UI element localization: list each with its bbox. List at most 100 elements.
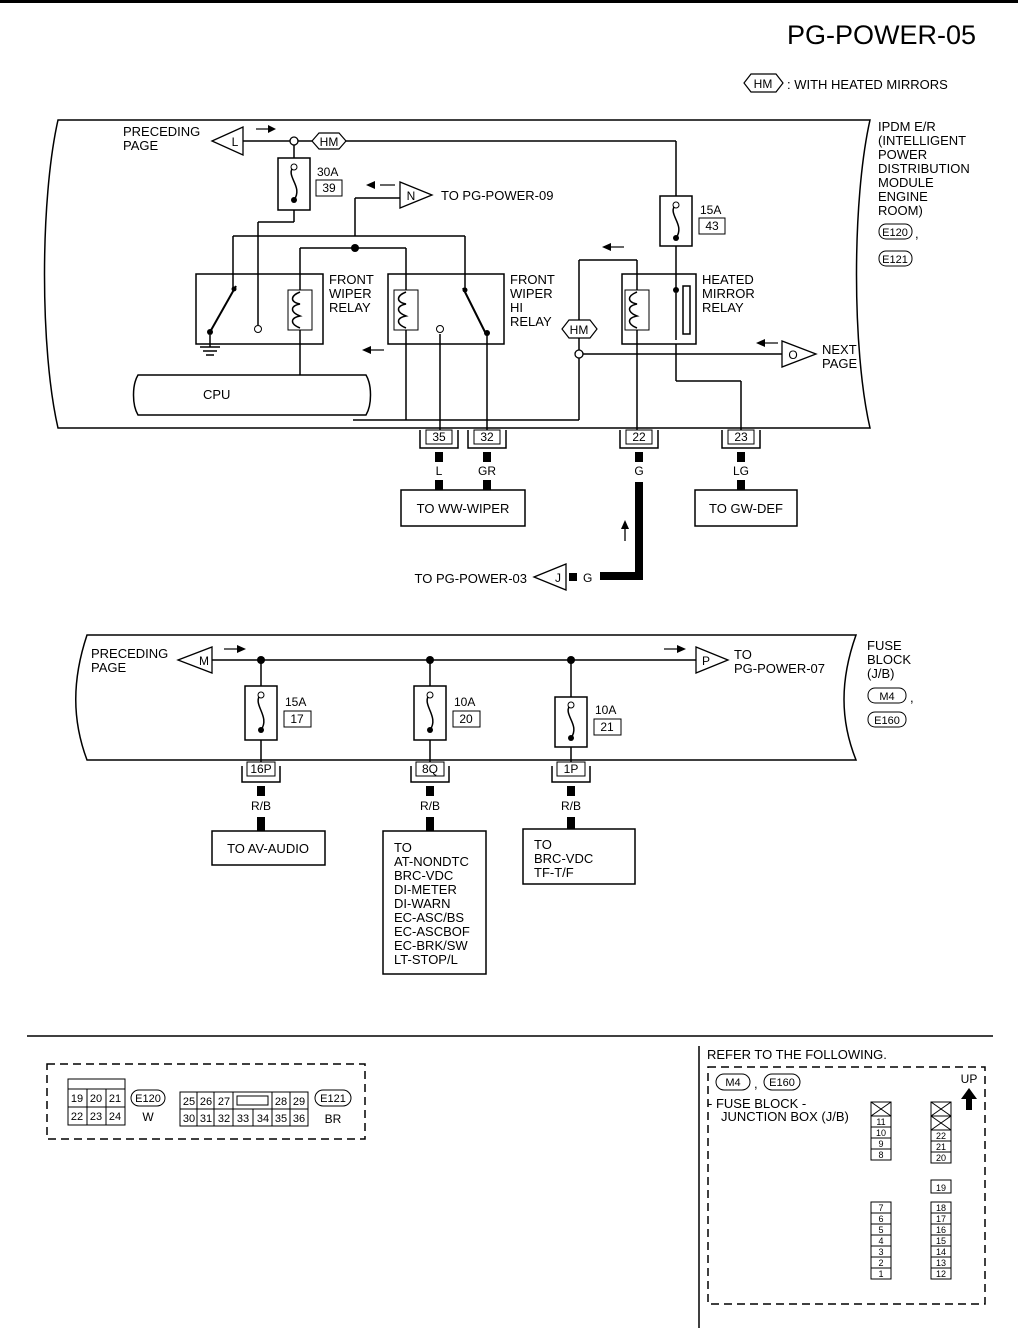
- svg-text:HEATED: HEATED: [702, 272, 754, 287]
- svg-text:PAGE: PAGE: [822, 356, 857, 371]
- connector-e160-tag: E160: [874, 715, 900, 727]
- svg-text:21: 21: [936, 1142, 946, 1152]
- ipdm-title: IPDM E/R (INTELLIGENT POWER DISTRIBUTION…: [878, 119, 970, 267]
- ipdm-terminals: 35 L 32 GR 22 G 23 LG: [419, 429, 761, 580]
- svg-text:33: 33: [237, 1113, 249, 1125]
- svg-text:M4: M4: [725, 1077, 740, 1089]
- fb-to-p: P TO PG-POWER-07: [664, 645, 825, 676]
- terminal-16p: 16P R/B: [241, 761, 281, 831]
- svg-text:WIPER: WIPER: [510, 286, 553, 301]
- svg-text:1P: 1P: [564, 762, 579, 776]
- svg-text:CPU: CPU: [203, 387, 230, 402]
- svg-text:G: G: [583, 571, 592, 585]
- to-pg-power-09: N TO PG-POWER-09: [366, 181, 553, 209]
- svg-text:1: 1: [878, 1269, 883, 1279]
- svg-text:22: 22: [71, 1111, 83, 1123]
- jb-fuse-cell: 3: [870, 1245, 892, 1258]
- junction-dot: [351, 244, 359, 252]
- svg-text:43: 43: [705, 219, 719, 233]
- jb-fuse-cell: 22: [930, 1129, 952, 1142]
- svg-text:BR: BR: [325, 1112, 342, 1126]
- svg-text:J: J: [555, 571, 561, 585]
- svg-text:15A: 15A: [285, 695, 306, 709]
- to-ww-wiper-box: TO WW-WIPER: [400, 489, 526, 527]
- svg-text:BRC-VDC: BRC-VDC: [394, 868, 453, 883]
- svg-text:DI-WARN: DI-WARN: [394, 896, 451, 911]
- svg-text:32: 32: [480, 430, 494, 444]
- svg-text:21: 21: [109, 1093, 121, 1105]
- svg-text:22: 22: [632, 430, 646, 444]
- svg-text:R/B: R/B: [251, 799, 271, 813]
- jb-fuse-cell: 1: [870, 1267, 892, 1280]
- fuse-10a-21: 10A 21: [554, 696, 622, 748]
- svg-text:21: 21: [600, 720, 614, 734]
- jb-fuse-cell: 18: [930, 1201, 952, 1214]
- svg-text:TO AV-AUDIO: TO AV-AUDIO: [227, 841, 309, 856]
- svg-text:PAGE: PAGE: [91, 660, 126, 675]
- terminal-22: 22 G: [600, 429, 659, 580]
- svg-text:36: 36: [293, 1113, 305, 1125]
- svg-text:TO PG-POWER-09: TO PG-POWER-09: [441, 188, 553, 203]
- svg-text:POWER: POWER: [878, 147, 927, 162]
- svg-text:HM: HM: [754, 77, 773, 91]
- terminal-8q: 8Q R/B: [410, 761, 450, 831]
- svg-text:TO: TO: [734, 647, 752, 662]
- svg-text:34: 34: [257, 1113, 269, 1125]
- to-pg-power-03: TO PG-POWER-03 J G: [415, 520, 629, 591]
- svg-text:30A: 30A: [317, 165, 338, 179]
- terminal-23: 23 LG: [721, 429, 761, 490]
- svg-text:LT-STOP/L: LT-STOP/L: [394, 952, 458, 967]
- svg-text:FRONT: FRONT: [510, 272, 555, 287]
- svg-text:HI: HI: [510, 300, 523, 315]
- jb-fuse-cell: 13: [930, 1256, 952, 1269]
- svg-text:PAGE: PAGE: [123, 138, 158, 153]
- svg-text:10A: 10A: [454, 695, 475, 709]
- to-av-audio-box: TO AV-AUDIO: [211, 830, 326, 866]
- svg-text:5: 5: [878, 1225, 883, 1235]
- fb-terminals: 16P R/B 8Q R/B 1P R/B: [241, 761, 591, 831]
- svg-text:TO PG-POWER-03: TO PG-POWER-03: [415, 571, 527, 586]
- svg-text:ROOM): ROOM): [878, 203, 923, 218]
- svg-text:TO WW-WIPER: TO WW-WIPER: [417, 501, 510, 516]
- svg-text:20: 20: [90, 1093, 102, 1105]
- svg-text:M: M: [199, 654, 209, 668]
- svg-text:16P: 16P: [250, 762, 271, 776]
- svg-text:12: 12: [936, 1269, 946, 1279]
- svg-text:3: 3: [878, 1247, 883, 1257]
- jb-blank-cell: [870, 1101, 892, 1117]
- svg-text:RELAY: RELAY: [329, 300, 371, 315]
- fuse-15a-17: 15A 17: [244, 685, 312, 741]
- svg-text:- FUSE BLOCK -: - FUSE BLOCK -: [708, 1096, 806, 1111]
- jb-fuse-cell: 17: [930, 1212, 952, 1225]
- svg-text:BRC-VDC: BRC-VDC: [534, 851, 593, 866]
- svg-text:RELAY: RELAY: [702, 300, 744, 315]
- svg-text:G: G: [634, 464, 643, 478]
- jb-fuse-cell: 4: [870, 1234, 892, 1247]
- svg-text:39: 39: [322, 181, 336, 195]
- svg-text:TO: TO: [534, 837, 552, 852]
- svg-text:N: N: [407, 189, 416, 203]
- svg-text:17: 17: [936, 1214, 946, 1224]
- svg-text:TO: TO: [394, 840, 412, 855]
- svg-text:PRECEDING: PRECEDING: [91, 646, 168, 661]
- up-arrow-icon: [961, 1088, 977, 1110]
- svg-text:R/B: R/B: [561, 799, 581, 813]
- heated-mirror-relay: HEATED MIRROR RELAY: [621, 272, 755, 345]
- connector-e121-tag: E121: [882, 254, 908, 266]
- svg-text:TF-T/F: TF-T/F: [534, 865, 574, 880]
- svg-text:REFER TO THE FOLLOWING.: REFER TO THE FOLLOWING.: [707, 1047, 887, 1062]
- fuse-30a: 30A 39: [277, 157, 343, 211]
- jb-fuse-cell: 12: [930, 1267, 952, 1280]
- svg-text:EC-ASC/BS: EC-ASC/BS: [394, 910, 464, 925]
- svg-text:20: 20: [459, 712, 473, 726]
- svg-text:30: 30: [183, 1113, 195, 1125]
- connector-views: 19 20 21 22 23 24 E120 W 25 26 27 28 29: [46, 1063, 366, 1140]
- svg-text:FRONT: FRONT: [329, 272, 374, 287]
- svg-text:E120: E120: [135, 1093, 161, 1105]
- svg-text:,: ,: [915, 226, 919, 241]
- svg-text:14: 14: [936, 1247, 946, 1257]
- dest-brc-vdc-box: TO BRC-VDC TF-T/F: [522, 828, 636, 885]
- svg-text:L: L: [232, 135, 239, 149]
- svg-text:P: P: [702, 654, 710, 668]
